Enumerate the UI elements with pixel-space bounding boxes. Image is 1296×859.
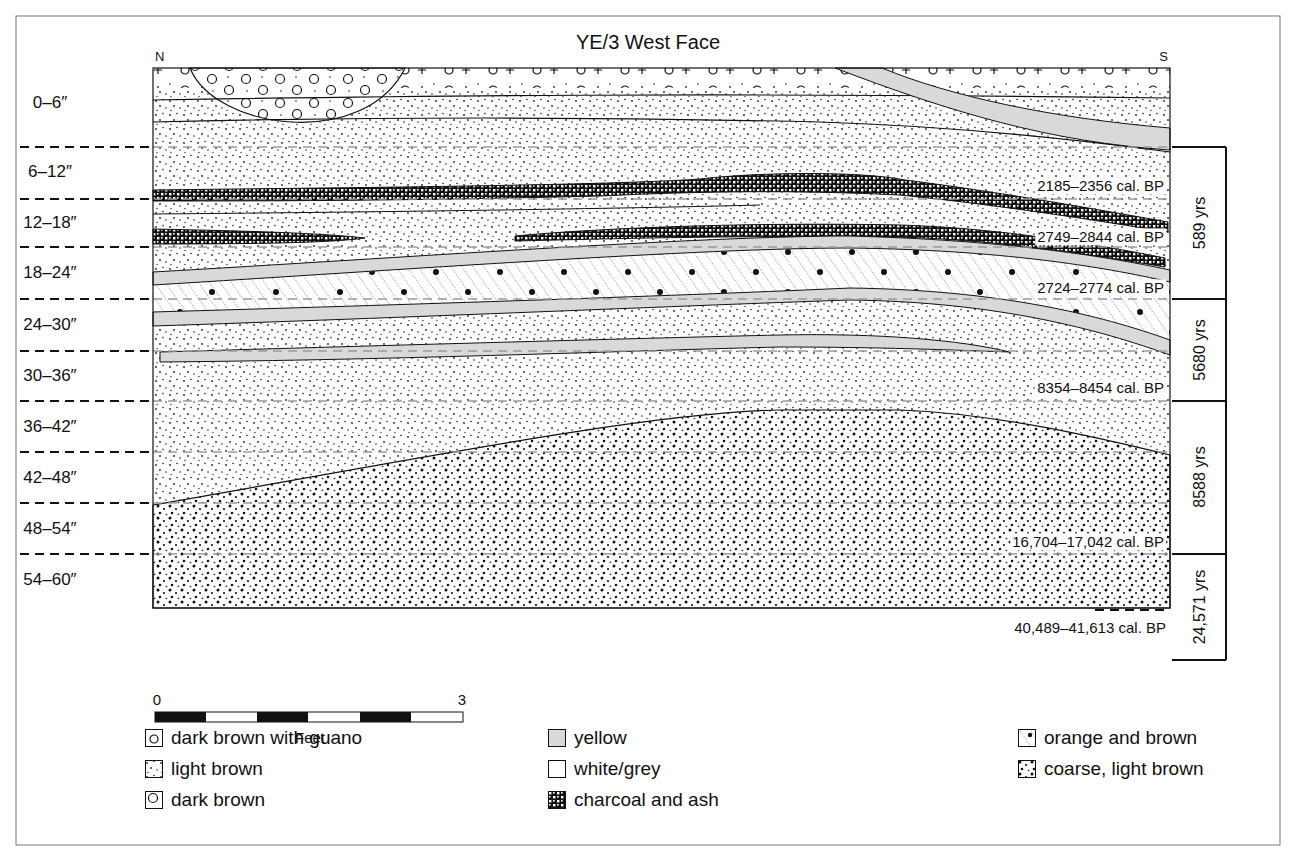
legend-text: white/grey	[574, 758, 661, 780]
legend-swatch	[548, 729, 566, 747]
depth-label: 36–42″	[23, 417, 76, 437]
compass-label: S	[1159, 50, 1168, 65]
legend-swatch	[1018, 760, 1036, 778]
yellow-lens	[835, 68, 1170, 150]
duration-label: 589 yrs	[1191, 197, 1209, 249]
legend-text: dark brown	[171, 789, 265, 811]
coarse-layer	[153, 410, 1170, 608]
date-label: 2749–2844 cal. BP	[1035, 228, 1166, 245]
spit-lines	[153, 147, 1170, 554]
date-label: 8354–8454 cal. BP	[1035, 379, 1166, 396]
orange-brown-layer	[153, 248, 1170, 340]
depth-label: 12–18″	[23, 213, 76, 233]
date-label: 2185–2356 cal. BP	[1035, 177, 1166, 194]
legend-swatch	[1018, 729, 1036, 747]
scale-label: 3	[458, 691, 466, 708]
legend-text: light brown	[171, 758, 263, 780]
layer-boundary	[153, 95, 1170, 100]
depth-label: 30–36″	[23, 366, 76, 386]
light-brown-layer	[153, 68, 1170, 608]
depth-label: 54–60″	[23, 570, 76, 590]
diagram-title: YE/3 West Face	[576, 31, 720, 54]
legend-text: coarse, light brown	[1044, 758, 1203, 780]
legend-swatch	[548, 760, 566, 778]
age-bracket	[1172, 147, 1226, 660]
legend-text: orange and brown	[1044, 727, 1197, 749]
charcoal-lens	[153, 229, 365, 244]
scale-bar	[155, 712, 463, 722]
duration-label: 8588 yrs	[1191, 446, 1209, 507]
depth-label: 18–24″	[23, 263, 76, 283]
depth-label: 24–30″	[23, 315, 76, 335]
legend-text: charcoal and ash	[574, 789, 719, 811]
outer-frame	[16, 16, 1280, 845]
date-label: 2724–2774 cal. BP	[1035, 279, 1166, 296]
depth-label: 6–12″	[28, 162, 72, 182]
charcoal-band	[153, 174, 1168, 233]
yellow-band	[153, 236, 1170, 285]
yellow-band	[160, 335, 1010, 362]
legend-text: yellow	[574, 727, 627, 749]
dark-brown-pit	[190, 68, 405, 122]
depth-label: 48–54″	[23, 519, 76, 539]
date-label: 16,704–17,042 cal. BP	[1010, 533, 1166, 550]
orange-brown-dots	[153, 248, 1170, 340]
section-frame	[153, 68, 1170, 608]
legend-swatch	[145, 760, 163, 778]
legend-swatch	[145, 729, 163, 747]
duration-label: 5680 yrs	[1191, 319, 1209, 380]
depth-lines	[20, 147, 1170, 610]
legend-swatch	[145, 791, 163, 809]
scale-label: 0	[153, 691, 161, 708]
duration-label: 24,571 yrs	[1191, 570, 1209, 645]
date-label: 40,489–41,613 cal. BP	[1014, 619, 1166, 636]
layer-boundary	[153, 205, 760, 214]
legend-swatch	[548, 791, 566, 809]
compass-label: N	[155, 50, 164, 65]
depth-label: 42–48″	[23, 468, 76, 488]
legend-text: dark brown with guano	[171, 727, 362, 749]
depth-label: 0–6″	[33, 93, 67, 113]
